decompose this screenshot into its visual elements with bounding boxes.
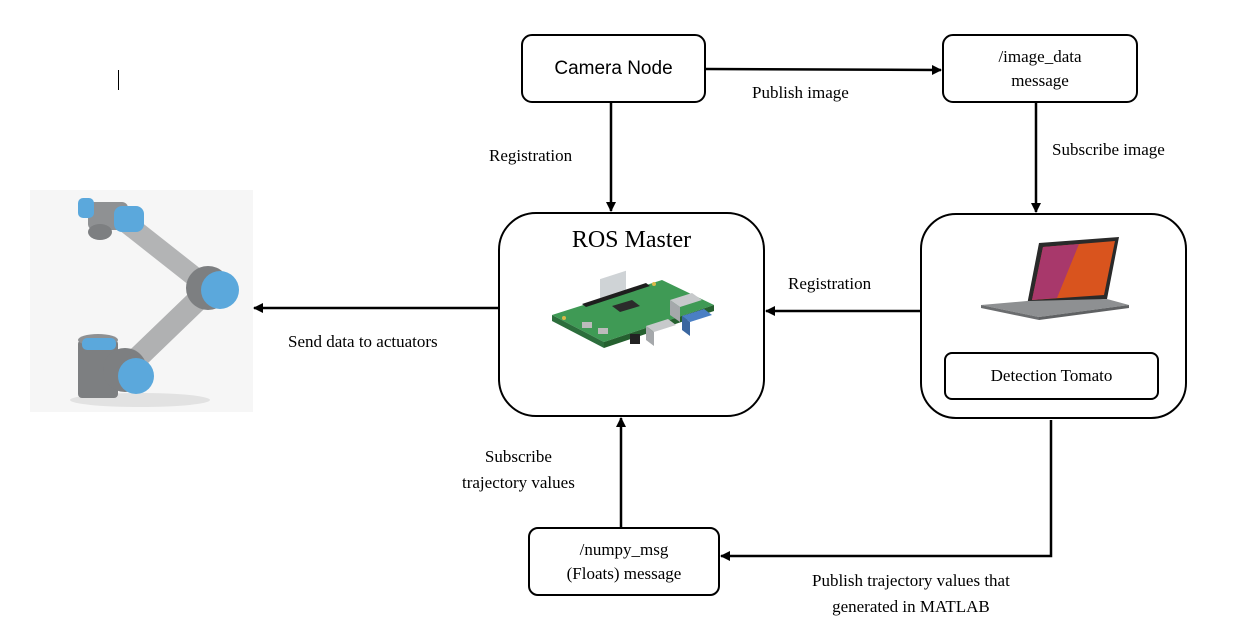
camera-node-box: Camera Node — [521, 34, 706, 103]
label-subscribe-image: Subscribe image — [1052, 140, 1165, 159]
numpy-msg-topic-kind: (Floats) message — [566, 563, 682, 583]
label-send-actuators: Send data to actuators — [288, 332, 438, 351]
label-subscribe-trajectory: Subscribe trajectory values — [462, 444, 575, 496]
label-registration-detection: Registration — [788, 274, 872, 293]
image-data-topic-box: /image_data message — [942, 34, 1138, 103]
robot-arm-image — [30, 190, 253, 412]
label-publish-trajectory: Publish trajectory values that generated… — [812, 568, 1010, 620]
camera-node-title: Camera Node — [554, 57, 673, 79]
label-subscribe-trajectory-line2: trajectory values — [462, 473, 575, 492]
image-data-topic-kind: message — [1011, 70, 1069, 90]
image-data-topic-name: /image_data — [998, 46, 1082, 66]
arrow-publish-trajectory — [720, 420, 1053, 561]
text-cursor — [118, 70, 119, 90]
label-publish-trajectory-line1: Publish trajectory values that — [812, 571, 1010, 590]
detection-tomato-box: Detection Tomato — [944, 352, 1159, 400]
raspberry-pi-board-icon — [551, 270, 714, 348]
arrow-publish-image — [705, 64, 942, 75]
label-registration-camera: Registration — [489, 146, 573, 165]
label-publish-image: Publish image — [752, 83, 849, 102]
ros-master-title: ROS Master — [571, 227, 692, 253]
label-subscribe-trajectory-line1: Subscribe — [484, 447, 552, 466]
ros-master-box: ROS Master — [498, 212, 765, 417]
detection-node-box: Detection Tomato — [920, 213, 1187, 419]
numpy-msg-topic-box: /numpy_msg (Floats) message — [528, 527, 720, 596]
robot-arm-icon — [70, 198, 239, 407]
detection-tomato-label: Detection Tomato — [990, 366, 1113, 385]
numpy-msg-topic-name: /numpy_msg — [579, 539, 669, 559]
label-publish-trajectory-line2: generated in MATLAB — [832, 597, 990, 616]
laptop-icon — [980, 237, 1129, 320]
